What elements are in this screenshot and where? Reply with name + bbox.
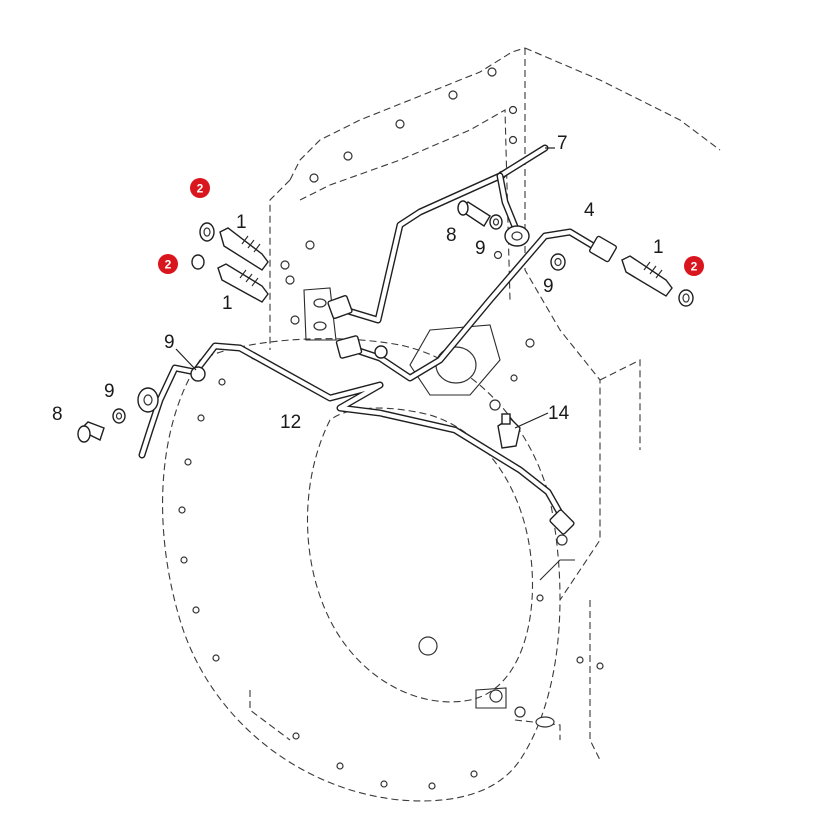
svg-text:2: 2 — [197, 182, 204, 196]
leader-lines — [175, 147, 555, 371]
callout-8-upper: 8 — [446, 225, 457, 246]
pipe-4 — [346, 228, 604, 382]
seal-9-lower — [112, 408, 126, 424]
callout-14: 14 — [548, 403, 570, 424]
callout-4: 4 — [584, 200, 595, 221]
plug-8-lower — [77, 421, 105, 443]
badge-2-left: 2 — [158, 254, 178, 274]
pipe-7 — [341, 144, 549, 324]
badge-2-top: 2 — [190, 178, 210, 198]
adapter-1-right — [621, 255, 694, 307]
callout-12: 12 — [280, 412, 301, 433]
callout-9-left: 9 — [164, 332, 175, 353]
fitting-nuts — [137, 225, 617, 535]
bolt-holes — [178, 67, 604, 790]
callout-1-right: 1 — [653, 237, 664, 258]
callout-8-lower: 8 — [52, 404, 63, 425]
callout-labels: 1 1 1 4 7 8 8 9 9 9 9 12 14 — [52, 133, 664, 433]
callout-9-lower: 9 — [104, 381, 115, 402]
callout-1-lower: 1 — [222, 293, 233, 314]
seal-9-upper — [489, 214, 503, 230]
bell-housing — [162, 338, 575, 802]
clip-14 — [497, 412, 549, 449]
svg-text:2: 2 — [691, 260, 698, 274]
plug-8-upper — [457, 200, 491, 227]
callout-1-upper: 1 — [236, 212, 247, 233]
adapter-1-upper — [199, 222, 269, 271]
adapter-1-lower — [191, 254, 269, 303]
seal-9-right — [550, 253, 566, 271]
housing-outline — [269, 47, 721, 761]
badge-2-right: 2 — [684, 256, 704, 276]
callout-9-upper: 9 — [475, 238, 486, 259]
callout-7: 7 — [557, 133, 568, 154]
pipe-12 — [138, 342, 569, 526]
svg-text:2: 2 — [165, 258, 172, 272]
callout-9-right: 9 — [543, 276, 554, 297]
